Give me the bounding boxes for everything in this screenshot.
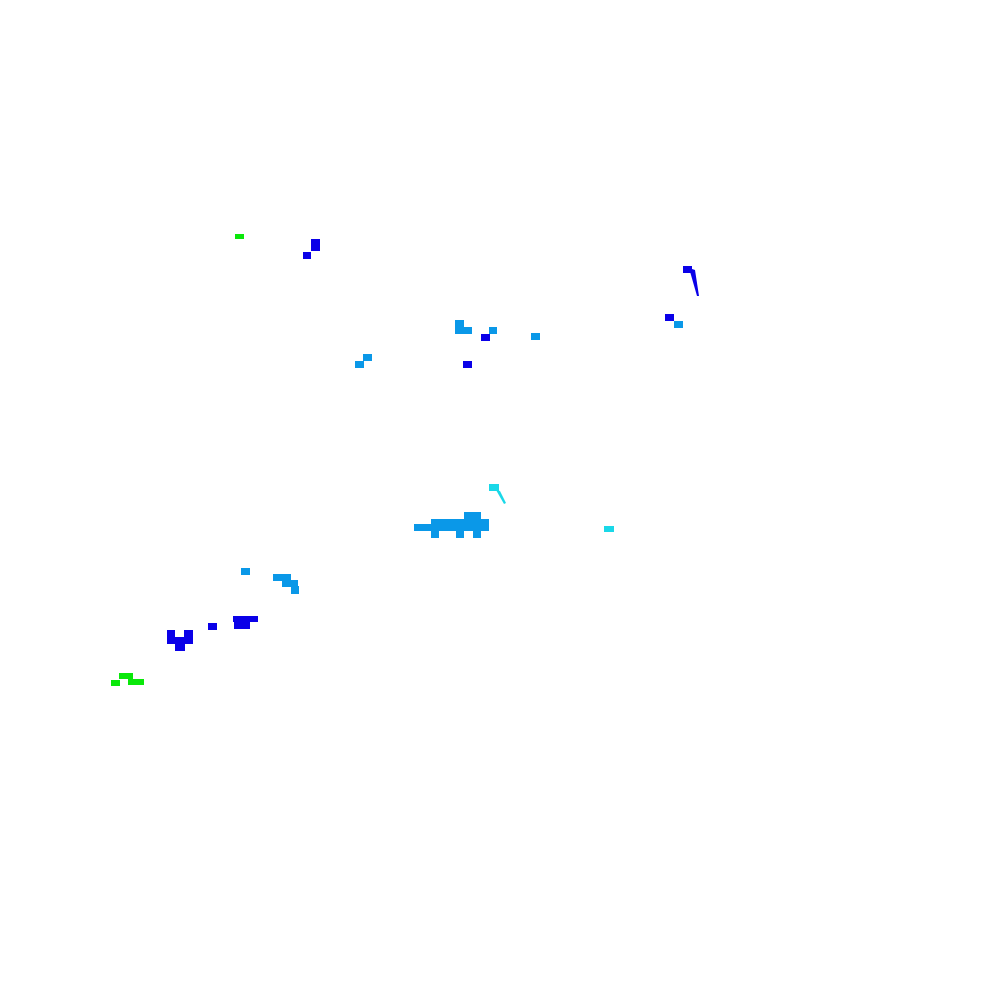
- echo-cell: [235, 234, 244, 239]
- echo-cell: [311, 239, 320, 251]
- echo-cell: [473, 530, 481, 538]
- blue-cells: [167, 239, 699, 651]
- echo-cell: [456, 530, 464, 538]
- echo-cell: [531, 333, 540, 340]
- echo-cell: [489, 484, 499, 491]
- echo-cell: [233, 616, 258, 622]
- echo-cell: [167, 637, 193, 644]
- green-cells: [111, 234, 244, 686]
- echo-cell: [683, 266, 692, 273]
- echo-cell: [167, 630, 175, 642]
- echo-cell: [464, 512, 481, 520]
- echo-cell: [282, 580, 298, 587]
- echo-cell: [431, 530, 439, 538]
- echo-cell: [119, 673, 133, 679]
- echo-cell: [363, 354, 372, 361]
- echo-cell: [208, 623, 217, 630]
- echo-cell: [128, 679, 144, 685]
- echo-streak: [496, 490, 506, 504]
- echo-cell: [184, 630, 193, 642]
- echo-cell: [241, 568, 250, 575]
- light-blue-cells: [241, 320, 683, 594]
- echo-cell: [273, 574, 291, 581]
- echo-streak: [689, 268, 699, 296]
- echo-cell: [604, 526, 614, 532]
- cyan-cells: [489, 484, 614, 532]
- echo-cell: [431, 519, 489, 526]
- echo-cell: [303, 252, 311, 259]
- echo-cell: [674, 321, 683, 328]
- echo-cell: [481, 334, 490, 341]
- echo-cell: [455, 327, 472, 334]
- echo-cell: [489, 327, 497, 334]
- echo-cell: [291, 586, 299, 594]
- echo-cell: [175, 644, 185, 651]
- echo-cell: [355, 361, 364, 368]
- echo-cell: [463, 361, 472, 368]
- echo-cell: [414, 524, 489, 531]
- echo-cell: [111, 680, 120, 686]
- echo-cell: [455, 320, 464, 332]
- echo-cell: [234, 621, 250, 629]
- echo-cell: [665, 314, 674, 321]
